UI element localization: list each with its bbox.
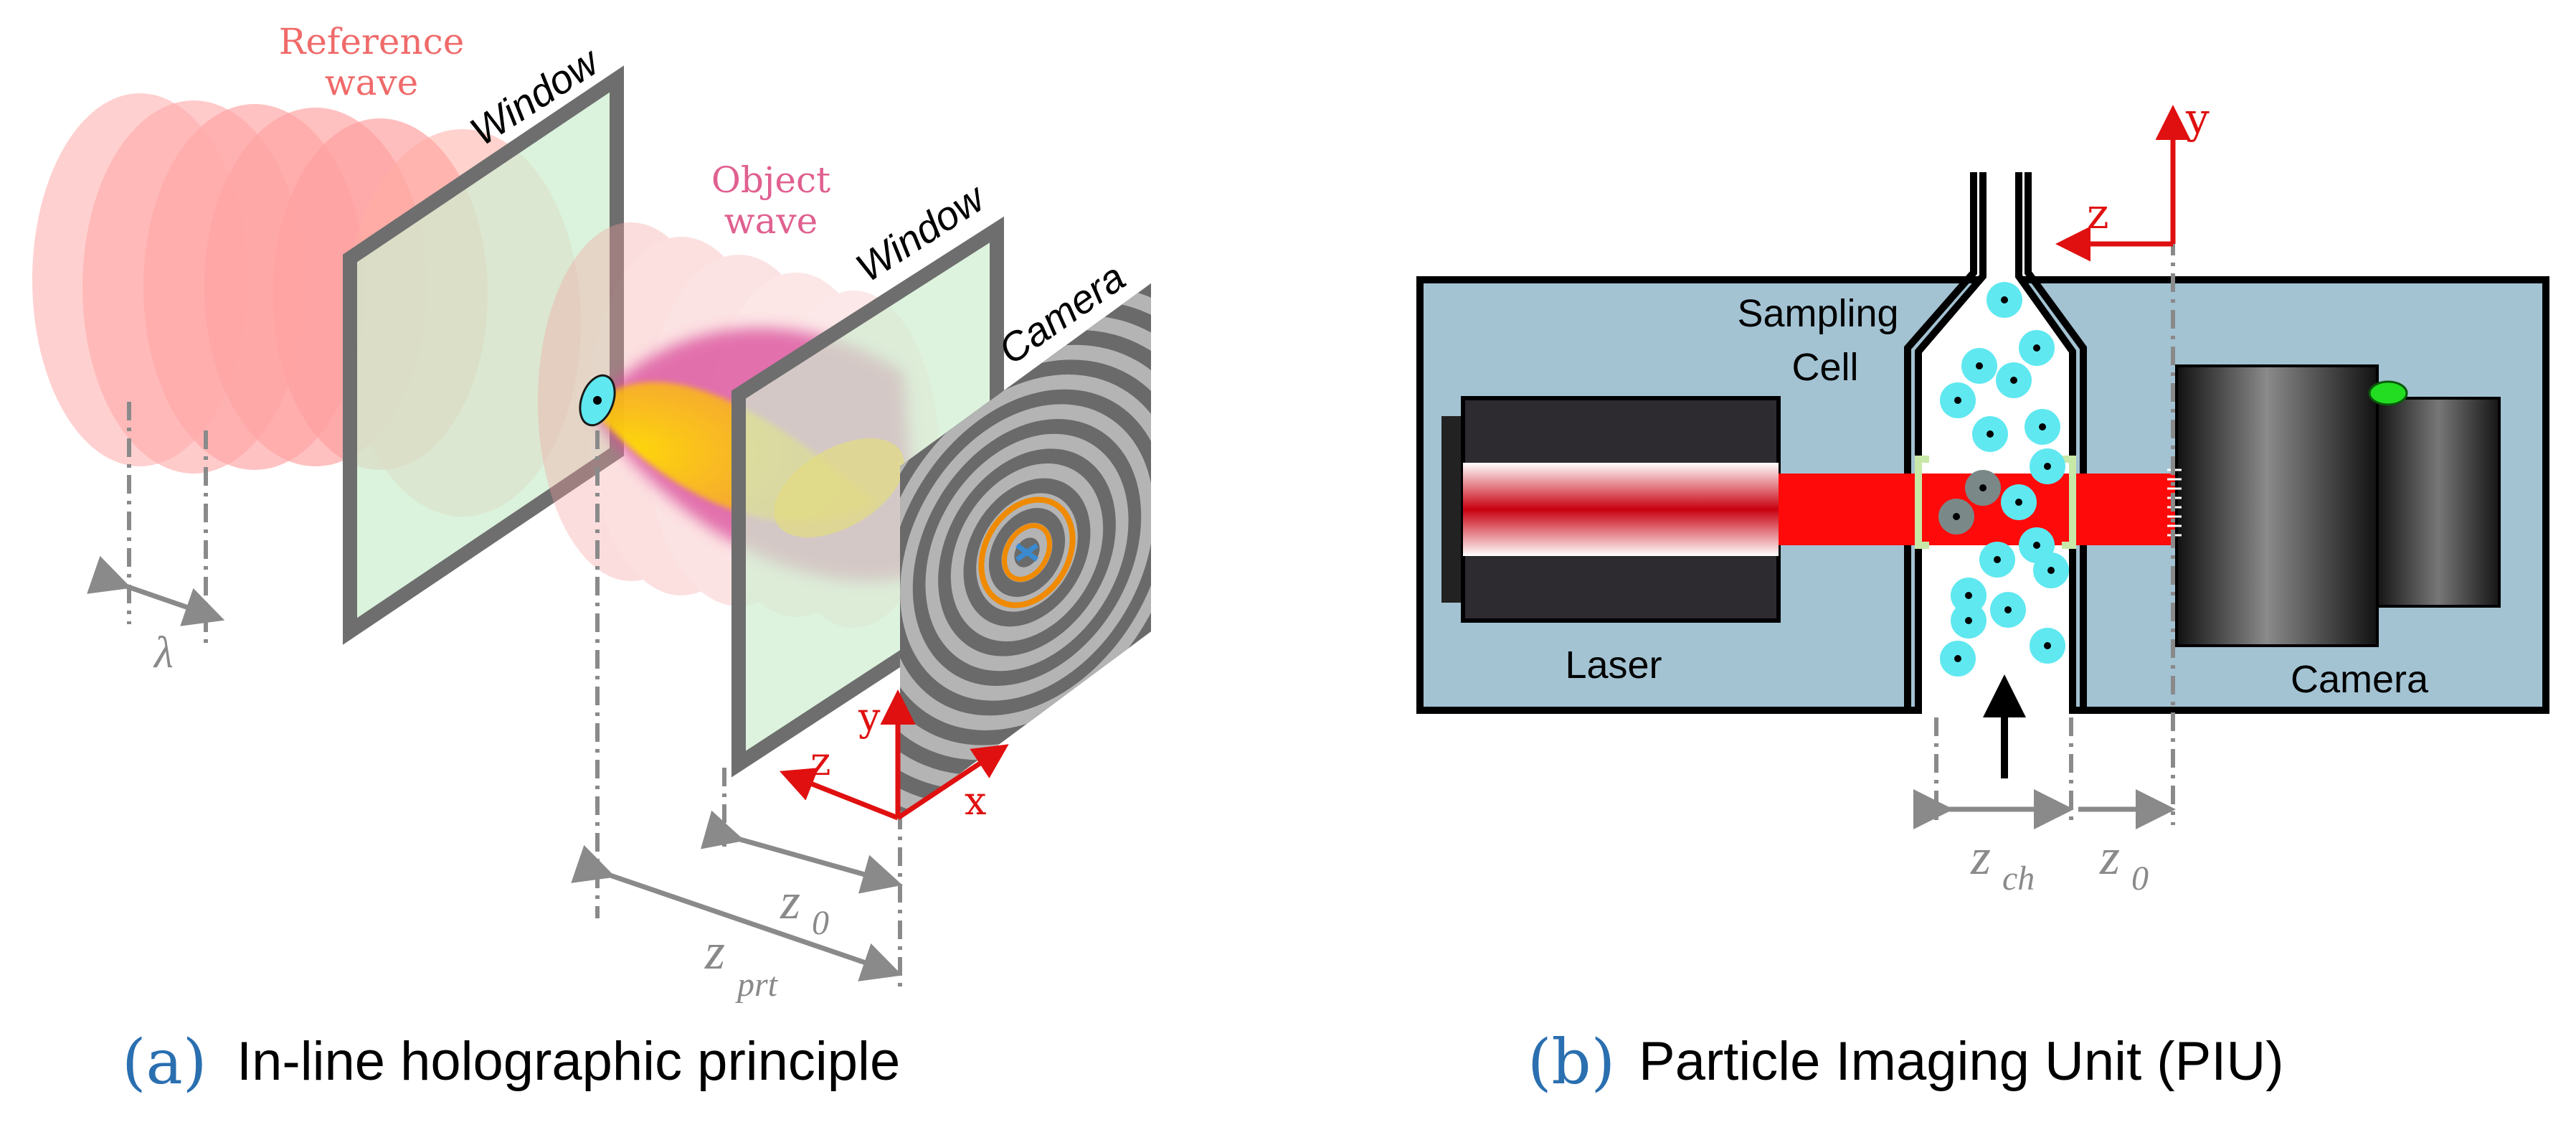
labels-b: y z Sampling Cell Laser Camera z ch z 0 — [1565, 94, 2429, 898]
svg-text:prt: prt — [735, 966, 779, 1004]
axis-y-label-a: y — [858, 694, 881, 740]
particle-center — [2039, 423, 2046, 430]
camera-label-b: Camera — [2291, 658, 2429, 701]
svg-text:z: z — [2099, 828, 2120, 885]
particle-center — [2010, 377, 2017, 384]
svg-text:0: 0 — [812, 904, 829, 942]
particle-center — [2033, 344, 2040, 352]
particle-center — [2033, 542, 2040, 549]
camera-b — [2167, 364, 2501, 647]
particle-center — [2015, 499, 2022, 506]
particle — [579, 374, 616, 427]
particle-center — [1976, 362, 1983, 369]
svg-text:ch: ch — [2002, 860, 2035, 898]
caption-a-text: In-line holographic principle — [237, 1031, 900, 1092]
particles — [1938, 282, 2069, 677]
panel-a: Reference wave Object wave Window Window… — [32, 21, 1151, 1098]
panel-b: y z Sampling Cell Laser Camera z ch z 0 … — [1416, 94, 2549, 1098]
svg-text:z: z — [1970, 828, 1991, 885]
cell-windows — [1915, 456, 2076, 549]
camera-led — [2368, 380, 2408, 406]
axes-b — [2055, 105, 2191, 262]
particle-center — [1987, 430, 1994, 438]
particle-center — [2044, 642, 2051, 649]
caption-a: (a) In-line holographic principle — [122, 1027, 900, 1098]
svg-text:0: 0 — [2131, 860, 2149, 898]
window-1 — [343, 65, 624, 645]
sampling-cell-label: Sampling — [1737, 292, 1898, 335]
object-wave-label-2: wave — [724, 200, 818, 242]
caption-b-text: Particle Imaging Unit (PIU) — [1639, 1031, 2284, 1092]
zprt-label: z prt — [704, 923, 779, 1004]
z0-label-b: z 0 — [2099, 828, 2149, 898]
dimension-arrows-a — [87, 555, 903, 981]
particle-center — [2044, 463, 2051, 470]
zch-label: z ch — [1970, 828, 2035, 898]
svg-text:z: z — [780, 872, 800, 930]
reference-wave-label: Reference — [279, 21, 465, 62]
particle-center — [1994, 556, 2001, 563]
sampling-cell-label-2: Cell — [1791, 346, 1858, 389]
particle-center — [1965, 592, 1972, 599]
particle-center — [1965, 617, 1972, 624]
particle-center — [2004, 606, 2012, 613]
particle-center — [1953, 513, 1960, 520]
z0-label-a: z 0 — [780, 872, 829, 942]
particle-center — [2001, 296, 2008, 303]
axis-x-label-a: x — [965, 778, 986, 824]
lambda-label: λ — [153, 628, 174, 677]
axis-y-label-b: y — [2185, 94, 2210, 143]
reference-wave-label-2: wave — [325, 62, 418, 103]
caption-b: (b) Particle Imaging Unit (PIU) — [1528, 1027, 2284, 1098]
particle-center — [2047, 567, 2055, 574]
axes-a — [779, 689, 1009, 821]
laser-label: Laser — [1565, 644, 1662, 687]
axis-z-label-b: z — [2087, 189, 2109, 238]
particle-center — [1954, 655, 1961, 662]
caption-a-letter: (a) — [122, 1027, 207, 1098]
laser — [1441, 396, 1781, 623]
particle-center — [1954, 397, 1961, 404]
axis-z-label-a: z — [810, 739, 830, 784]
caption-b-letter: (b) — [1528, 1027, 1615, 1098]
object-wave-label: Object — [711, 159, 830, 201]
particle-center — [1979, 484, 1987, 491]
svg-text:z: z — [704, 923, 725, 980]
